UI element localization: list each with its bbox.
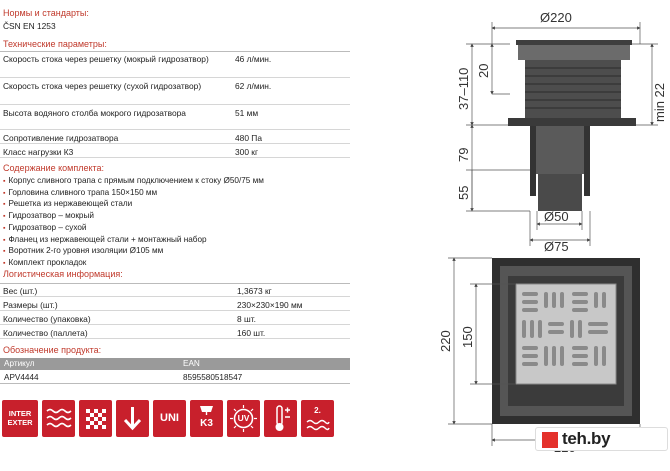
logistics-value: 160 шт.: [237, 328, 266, 338]
logistics-label: Количество (паллета): [3, 328, 88, 338]
uv-resistant-icon: UV: [227, 400, 260, 437]
thermometer-icon: [264, 400, 297, 437]
inter-exter-label: INTER EXTER: [7, 409, 33, 427]
isolation-level-2-icon: 2.: [301, 400, 334, 437]
uv-label: UV: [237, 413, 250, 423]
logistics-label: Размеры (шт.): [3, 300, 58, 310]
tech-label: Сопротивление гидрозатвора: [3, 133, 119, 143]
spec-column: Нормы и стандарты: ČSN EN 1253 Техническ…: [0, 0, 352, 471]
col-article: Артикул: [4, 359, 35, 368]
logistics-row: Вес (шт.) 1,3673 кг: [0, 284, 350, 297]
uni-icon: UNI: [153, 400, 186, 437]
dim-55: 55: [456, 186, 471, 200]
tech-value: 300 кг: [235, 147, 259, 157]
logistics-value: 1,3673 кг: [237, 286, 272, 296]
logistics-row: Количество (упаковка) 8 шт.: [0, 312, 350, 325]
list-item: Комплект прокладок: [3, 258, 264, 270]
list-item: Горловина сливного трапа 150×150 мм: [3, 188, 264, 200]
arrow-down-icon: [116, 400, 149, 437]
chevron-logo-icon: [542, 432, 558, 448]
watermark-text: teh.by: [562, 429, 611, 448]
inter-exter-icon: INTER EXTER: [2, 400, 38, 437]
tech-row: Скорость стока через решетку (мокрый гид…: [0, 52, 350, 78]
tech-label: Высота водяного столба мокрого гидрозатв…: [3, 108, 186, 118]
kit-heading: Содержание комплекта:: [3, 163, 105, 173]
dim-range: 37–110: [456, 68, 471, 110]
logistics-label: Вес (шт.): [3, 286, 38, 296]
tech-label: Скорость стока через решетку (мокрый гид…: [3, 54, 209, 64]
checker-pattern-icon: [79, 400, 112, 437]
norms-value: ČSN EN 1253: [3, 21, 56, 31]
logistics-value: 8 шт.: [237, 314, 256, 324]
watermark-badge[interactable]: teh.by: [535, 427, 668, 451]
tech-value: 480 Па: [235, 133, 262, 143]
dim-gap-20: 20: [476, 64, 491, 78]
dim-d50: Ø50: [544, 209, 569, 224]
list-item: Решетка из нержавеющей стали: [3, 199, 264, 211]
tech-value: 62 л/мин.: [235, 81, 272, 91]
logistics-label: Количество (упаковка): [3, 314, 91, 324]
dim-79: 79: [456, 148, 471, 162]
dim-d75: Ø75: [544, 239, 569, 254]
logistics-value: 230×230×190 мм: [237, 300, 303, 310]
product-table-header: Артикул EAN: [0, 358, 350, 370]
list-item: Гидрозатвор – сухой: [3, 223, 264, 235]
tech-heading: Технические параметры:: [3, 39, 107, 49]
tech-row: Сопротивление гидрозатвора 480 Па: [0, 131, 350, 144]
tech-value: 46 л/мин.: [235, 54, 272, 64]
water-waves-icon: [42, 400, 75, 437]
drain-top-view: [492, 258, 640, 424]
article-value: APV4444: [4, 373, 39, 382]
technical-drawing: Ø220 20 37–110 min 22 79 55 Ø50 Ø75 220 …: [438, 10, 667, 455]
tech-row: Класс нагрузки К3 300 кг: [0, 145, 350, 158]
tech-row: Скорость стока через решетку (сухой гидр…: [0, 79, 350, 105]
logistics-row: Количество (паллета) 160 шт.: [0, 326, 350, 339]
drain-side-view: [508, 40, 636, 211]
logistics-rule: [0, 283, 350, 284]
logistics-row: Размеры (шт.) 230×230×190 мм: [0, 298, 350, 311]
dim-side-150: 150: [460, 326, 475, 348]
list-item: Фланец из нержавеющей стали + монтажный …: [3, 235, 264, 247]
col-ean: EAN: [183, 359, 200, 368]
table-row: APV4444 8595580518547: [0, 371, 350, 384]
norms-heading: Нормы и стандарты:: [3, 8, 89, 18]
ean-value: 8595580518547: [183, 373, 243, 382]
list-item: Корпус сливного трапа с прямым подключен…: [3, 176, 263, 188]
k3-label: K3: [200, 418, 213, 429]
level-2-label: 2.: [314, 406, 321, 415]
tech-label: Класс нагрузки К3: [3, 147, 74, 157]
tech-rule: [0, 51, 350, 52]
tech-label: Скорость стока через решетку (сухой гидр…: [3, 81, 202, 91]
dim-top-width: Ø220: [540, 10, 572, 25]
load-class-k3-icon: K3: [190, 400, 223, 437]
dim-side-220: 220: [438, 330, 453, 352]
dim-min22: min 22: [652, 83, 667, 122]
list-item: Гидрозатвор – мокрый: [3, 211, 264, 223]
logistics-heading: Логистическая информация:: [3, 269, 123, 279]
uni-label: UNI: [160, 412, 179, 424]
tech-value: 51 мм: [235, 108, 259, 118]
list-item: Воротник 2-го уровня изоляции Ø105 мм: [3, 246, 264, 258]
product-heading: Обозначение продукта:: [3, 345, 102, 355]
kit-list: Корпус сливного трапа с прямым подключен…: [3, 176, 264, 270]
tech-row: Высота водяного столба мокрого гидрозатв…: [0, 106, 350, 130]
